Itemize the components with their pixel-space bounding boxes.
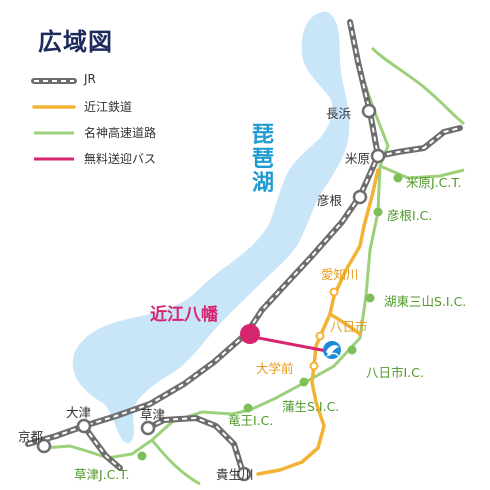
ic-gamo-marker (299, 377, 309, 387)
legend-jr-label: JR (84, 72, 96, 86)
ic-kotosanzan-label: 湖東三山S.I.C. (384, 294, 467, 309)
ohmi-railway-branch (328, 312, 362, 336)
station-daigakumae-label: 大学前 (256, 361, 294, 376)
ic-kotosanzan-marker (365, 293, 375, 303)
station-aichigawa-label: 愛知川 (321, 267, 359, 282)
lake-label-char-2: 琶 (252, 147, 275, 172)
jr-line-kosei (81, 423, 123, 471)
station-kusatsu-marker (140, 420, 156, 436)
ic-kusatsu-jct-label: 草津J.C.T. (74, 467, 130, 482)
hokuriku-branch (370, 46, 465, 126)
station-hikone-label: 彦根 (317, 193, 343, 208)
station-kibukawa-marker (236, 466, 252, 482)
campus-logo-icon (323, 341, 341, 359)
destination-omihachiman-label: 近江八幡 (150, 305, 218, 325)
station-kyoto-label: 京都 (18, 429, 44, 444)
ic-ryuo-label: 竜王I.C. (228, 413, 274, 428)
station-nagahama-label: 長浜 (326, 106, 352, 121)
ic-kusatsu-jct-marker (137, 451, 147, 461)
lake-label-char-1: 琵 (252, 123, 275, 148)
station-kyoto-marker (36, 438, 52, 454)
ic-maibara-jct-marker (393, 173, 403, 183)
shin-meishin-branch (150, 439, 201, 486)
station-yokaichi-marker (315, 331, 325, 341)
station-nagahama-marker (361, 103, 377, 119)
ic-hikone-marker (373, 207, 383, 217)
station-otsu-label: 大津 (66, 405, 92, 420)
lake-biwa-label: 琵 琶 湖 (252, 124, 274, 196)
ic-yokaichi-marker (347, 345, 357, 355)
map-title: 広域図 (38, 28, 113, 56)
ohmi-railway (256, 168, 380, 476)
ic-yokaichi-label: 八日市I.C. (366, 365, 424, 380)
lake-label-char-3: 湖 (252, 171, 275, 196)
ic-hikone-label: 彦根I.C. (387, 208, 433, 223)
lake-biwa (72, 11, 350, 444)
station-maibara-marker (370, 148, 386, 164)
legend-meishin-label: 名神高速道路 (84, 126, 157, 140)
jr-line-kusatsu-ties (147, 416, 245, 477)
destination-omihachiman-marker (240, 324, 260, 344)
station-kusatsu-label: 草津 (140, 407, 166, 422)
station-daigakumae-marker (309, 361, 319, 371)
station-yokaichi-label: 八日市 (330, 319, 368, 334)
maibara-jct-branch (379, 164, 465, 180)
jr-line-main-ties (27, 21, 380, 445)
jr-line-kosei-ties (83, 425, 121, 469)
legend-ohmi-label: 近江鉄道 (84, 100, 133, 114)
station-maibara-label: 米原 (345, 151, 371, 166)
station-hikone-marker (352, 189, 368, 205)
ic-maibara-jct-label: 米原J.C.T. (406, 175, 462, 190)
ic-ryuo-marker (243, 403, 253, 413)
station-aichigawa-marker (329, 287, 339, 297)
free-shuttle-bus-route (247, 334, 333, 354)
ic-gamo-label: 蒲生S.I.C. (282, 399, 340, 414)
legend-bus-label: 無料送迎バス (84, 152, 157, 166)
jr-line-hokuriku (375, 125, 463, 159)
station-otsu-marker (76, 418, 92, 434)
station-kibukawa-label: 貴生川 (216, 467, 254, 482)
jr-line-hokuriku-ties (377, 127, 461, 157)
